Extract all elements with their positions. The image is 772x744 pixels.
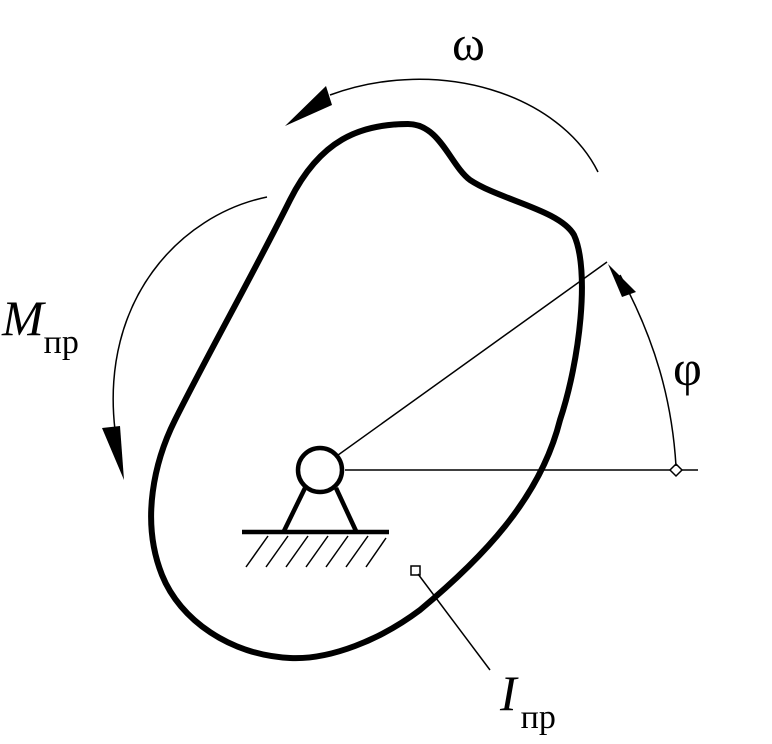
moment-label-main: M: [1, 290, 46, 346]
moment-arc: [112, 196, 268, 431]
inertia-label-sub: пр: [521, 699, 556, 736]
angle-phi-arc: [619, 274, 677, 467]
omega-arc: [329, 78, 599, 173]
moment-arrowhead: [102, 426, 124, 480]
reference-point-marker: [668, 462, 684, 478]
link-body-outline: [148, 121, 585, 662]
ground-hatching: [245, 535, 387, 568]
moment-label-sub: пр: [44, 324, 79, 361]
moment-label: Mпр: [1, 290, 79, 361]
inertia-point-marker: [410, 565, 421, 576]
radius-line: [319, 261, 608, 469]
support-leg-left: [281, 487, 308, 532]
phi-label: φ: [673, 340, 702, 396]
omega-label: ω: [452, 15, 485, 71]
inertia-label-main: I: [499, 665, 519, 721]
angle-phi-arrowhead: [608, 264, 636, 297]
pivot-joint: [295, 445, 345, 495]
omega-arrowhead: [285, 86, 332, 126]
support-leg-right: [333, 487, 359, 532]
inertia-leader-line: [417, 573, 491, 671]
